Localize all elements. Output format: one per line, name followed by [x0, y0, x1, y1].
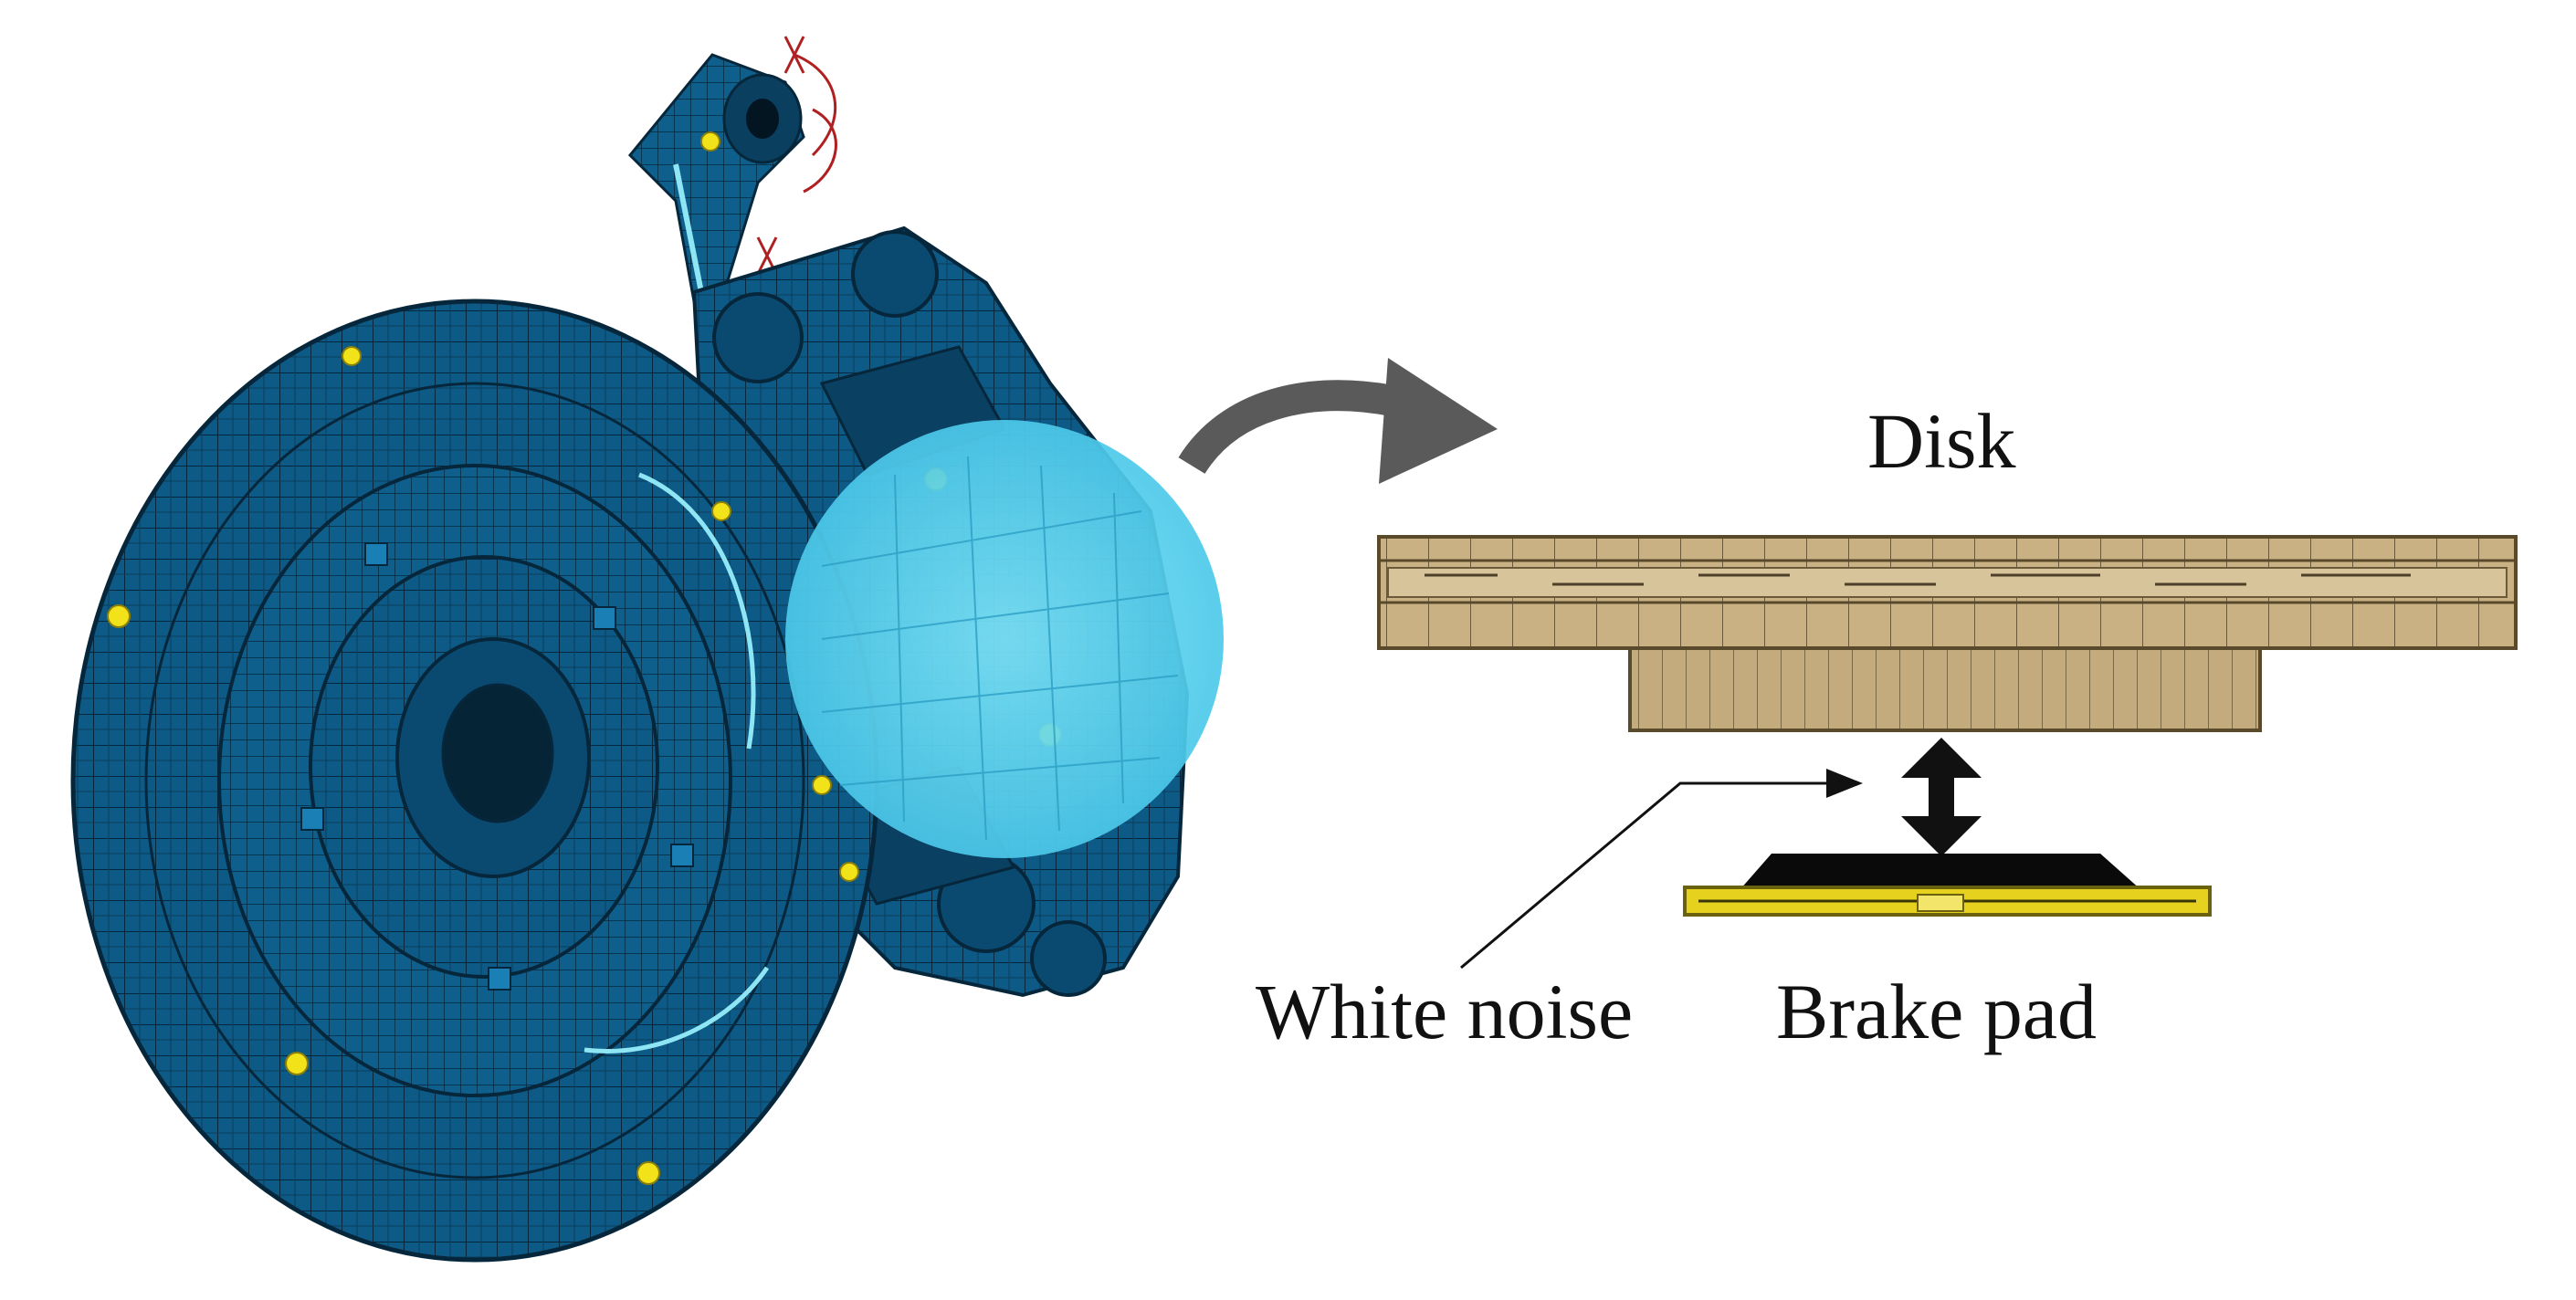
- double-headed-arrow-icon: [1901, 738, 1982, 856]
- brake-pad-shape: [1683, 854, 2212, 917]
- highlight-inner-mesh: [821, 456, 1179, 841]
- knuckle-arm: [627, 53, 805, 303]
- disk-label: Disk: [1867, 397, 2016, 485]
- white-noise-label: White noise: [1256, 968, 1634, 1055]
- brake-assembly-mesh: [70, 36, 1224, 1263]
- brake-pad-label: Brake pad: [1776, 968, 2098, 1055]
- disk-side-view: [1377, 535, 2518, 732]
- leader-line-arrow-icon: [1460, 769, 1863, 970]
- constraint-markers: [756, 36, 837, 275]
- rotor-disk: [70, 299, 879, 1263]
- curved-arrow-icon: [1178, 358, 1498, 484]
- contact-region-highlight: [785, 420, 1224, 858]
- disk-hub: [1628, 646, 2262, 732]
